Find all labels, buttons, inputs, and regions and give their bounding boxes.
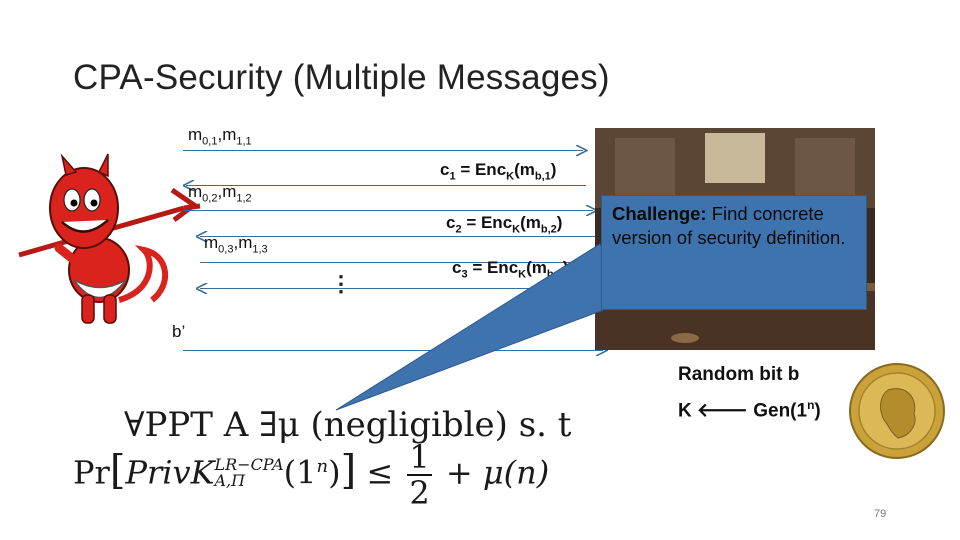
arrow-cipher-3	[200, 288, 595, 289]
callout-heading: Challenge:	[612, 203, 707, 224]
arrow-msg-3	[200, 262, 595, 263]
coin-icon	[849, 363, 945, 459]
ciphertext-1: c1 = EncK(mb,1)	[440, 160, 557, 183]
message-pair-1: m0,1,m1,1	[188, 125, 252, 148]
arrowhead-left	[196, 231, 208, 242]
arrow-cipher-1	[186, 185, 586, 186]
page-number: 79	[874, 508, 887, 520]
key-setup: Random bit b K 🡐 Gen(1n)	[678, 360, 821, 426]
guess-label: b’	[172, 322, 186, 341]
arrow-msg-1	[183, 150, 583, 151]
left-arrow-icon: 🡐	[697, 400, 748, 422]
arrowhead-left	[196, 283, 208, 294]
message-pair-3: m0,3,m1,3	[204, 233, 268, 256]
devil-icon	[4, 150, 204, 335]
arrow-cipher-2	[200, 236, 595, 237]
keygen-line: K 🡐 Gen(1n)	[678, 398, 821, 422]
challenge-callout: Challenge: Find concrete version of secu…	[601, 195, 867, 310]
message-pair-2: m0,2,m1,2	[188, 182, 252, 205]
callout-pointer	[335, 243, 631, 411]
callout-text: Find concrete version of security defini…	[612, 203, 846, 248]
arrow-msg-2	[183, 210, 593, 211]
arrow-guess	[183, 350, 603, 351]
arrowhead-left	[183, 180, 195, 191]
ciphertext-2: c2 = EncK(mb,2)	[446, 213, 563, 236]
arrowhead-right	[576, 145, 588, 156]
quantifier-formula: ∀PPT A ∃μ (negligible) s. t	[124, 405, 572, 445]
slide-title: CPA-Security (Multiple Messages)	[73, 58, 610, 97]
random-bit-line: Random bit b	[678, 364, 800, 385]
